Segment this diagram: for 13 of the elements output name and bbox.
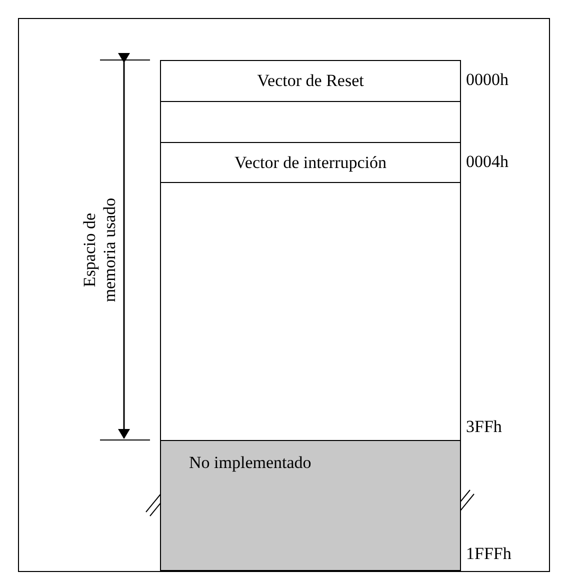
region-label: Vector de interrupción — [234, 152, 386, 172]
address-label: 1FFFh — [466, 544, 512, 564]
address-label: 0000h — [466, 70, 508, 90]
address-label: 0004h — [466, 152, 508, 172]
region-label: No implementado — [189, 453, 312, 473]
memory-region — [160, 182, 461, 441]
memory-row — [160, 101, 461, 143]
address-label: 3FFh — [466, 417, 502, 437]
memory-row — [160, 60, 461, 102]
range-label: Espacio de memoria usado — [80, 196, 120, 304]
memory-region — [160, 440, 461, 571]
memory-row — [160, 142, 461, 183]
region-label: Vector de Reset — [257, 71, 364, 91]
